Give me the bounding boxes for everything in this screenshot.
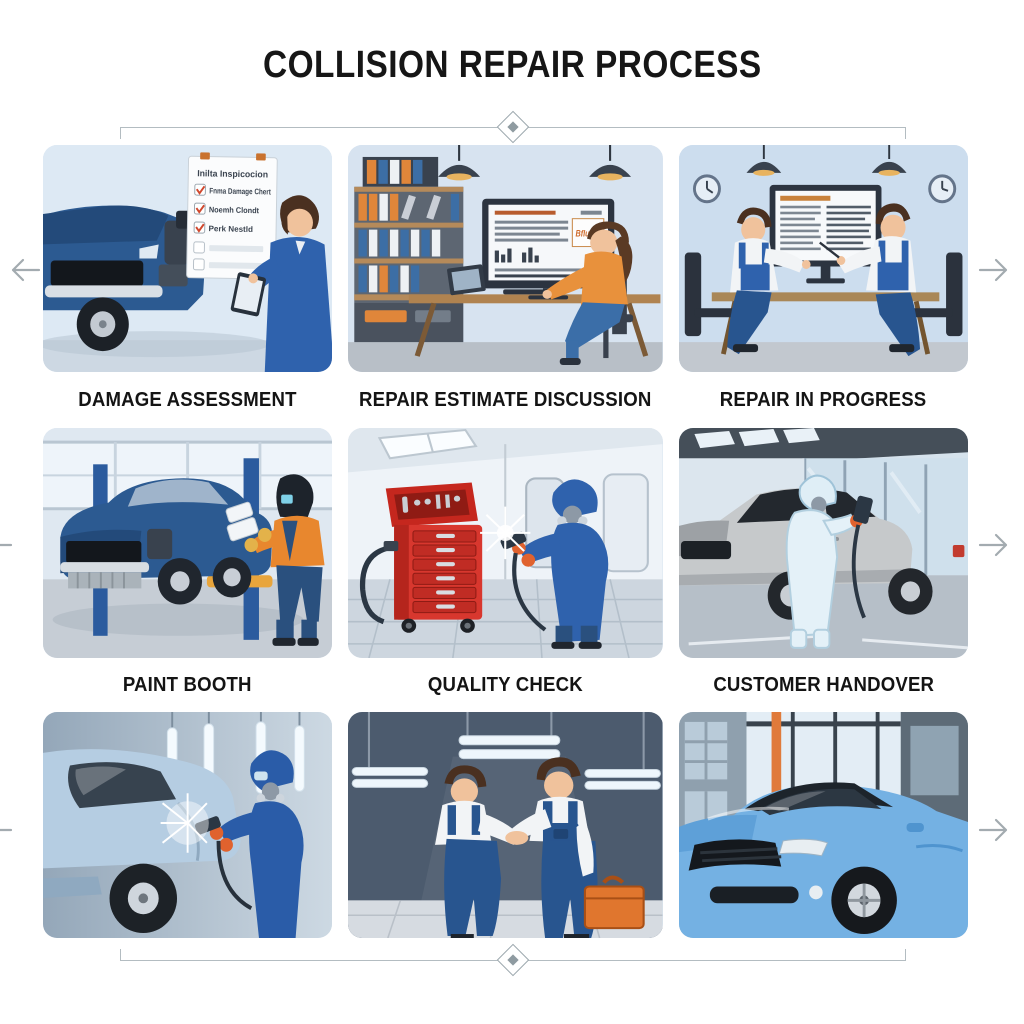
screen-scribble: BfluTcr bbox=[576, 229, 601, 239]
car-being-painted bbox=[43, 749, 241, 934]
panel-repair-estimate-discussion: BfluTcr bbox=[348, 145, 663, 372]
panel-repair-in-progress bbox=[678, 145, 968, 372]
repair-in-progress-illustration bbox=[678, 145, 968, 372]
booth-worker bbox=[480, 479, 609, 649]
spray-painting-illustration bbox=[43, 712, 333, 938]
checklist-item: Perk Nestld bbox=[209, 224, 254, 234]
car-on-lift bbox=[60, 478, 273, 605]
technician-left bbox=[684, 207, 811, 355]
process-grid: Inilta Inspicocion Fnma Damage Chert Noe… bbox=[43, 145, 968, 938]
technician-with-tablet bbox=[230, 195, 333, 372]
arrow-left-icon[interactable] bbox=[0, 528, 14, 562]
panel-finished-car bbox=[678, 712, 968, 938]
vehicle-on-lift-illustration bbox=[43, 428, 333, 658]
panel-damage-assessment: Inilta Inspicocion Fnma Damage Chert Noe… bbox=[43, 145, 333, 372]
arrow-right-icon[interactable] bbox=[977, 253, 1011, 287]
binder-shelf bbox=[354, 156, 464, 343]
caption-repair-estimate-discussion: REPAIR ESTIMATE DISCUSSION bbox=[359, 388, 652, 411]
hanging-lamp-icon bbox=[438, 145, 632, 181]
quality-inspection-illustration bbox=[678, 428, 968, 658]
wall-clock-icon bbox=[692, 174, 956, 204]
caption-customer-handover: CUSTOMER HANDOVER bbox=[712, 673, 934, 696]
handshake-illustration bbox=[348, 712, 663, 938]
finished-car-illustration bbox=[678, 712, 968, 938]
inspector-protective-suit bbox=[785, 474, 873, 649]
fluorescent-tube-icon bbox=[351, 712, 662, 790]
technician-right bbox=[818, 203, 963, 357]
paint-booth-cart-illustration bbox=[348, 428, 663, 658]
service-advisor-woman bbox=[542, 221, 634, 366]
handshake-hands bbox=[505, 830, 529, 845]
repair-order-monitor bbox=[769, 184, 882, 284]
tool-cart bbox=[360, 482, 483, 633]
hanging-lamp-icon bbox=[746, 145, 907, 176]
arrow-left-icon[interactable] bbox=[0, 813, 14, 847]
arrow-right-icon[interactable] bbox=[977, 813, 1011, 847]
inspection-checklist: Inilta Inspicocion Fnma Damage Chert Noe… bbox=[186, 152, 278, 280]
checklist-item: Noemh Clondt bbox=[209, 205, 260, 215]
caption-repair-in-progress: REPAIR IN PROGRESS bbox=[720, 388, 927, 411]
arrow-left-icon[interactable] bbox=[8, 253, 42, 287]
panel-spray-painting bbox=[43, 712, 333, 938]
caption-damage-assessment: DAMAGE ASSESSMENT bbox=[78, 388, 297, 411]
welder-technician bbox=[225, 474, 325, 646]
panel-paint-booth-cart bbox=[348, 428, 663, 658]
toolbox bbox=[584, 875, 645, 930]
page-title: COLLISION REPAIR PROCESS bbox=[262, 44, 762, 86]
arrow-right-icon[interactable] bbox=[977, 528, 1011, 562]
repair-estimate-illustration: BfluTcr bbox=[348, 145, 663, 372]
laptop bbox=[447, 264, 486, 296]
repaired-car bbox=[678, 782, 968, 938]
checklist-heading: Inilta Inspicocion bbox=[197, 168, 268, 179]
panel-handshake bbox=[348, 712, 663, 938]
checklist-item: Fnma Damage Chert bbox=[209, 186, 271, 196]
caption-paint-booth: PAINT BOOTH bbox=[123, 673, 253, 696]
spark-burst bbox=[480, 506, 531, 560]
panel-quality-inspection bbox=[678, 428, 968, 658]
caption-quality-check: QUALITY CHECK bbox=[427, 673, 584, 696]
painter bbox=[160, 750, 304, 938]
damage-assessment-illustration: Inilta Inspicocion Fnma Damage Chert Noe… bbox=[43, 145, 333, 372]
estimate-monitor: BfluTcr bbox=[482, 198, 615, 300]
panel-vehicle-on-lift bbox=[43, 428, 333, 658]
spray-burst bbox=[160, 793, 209, 853]
